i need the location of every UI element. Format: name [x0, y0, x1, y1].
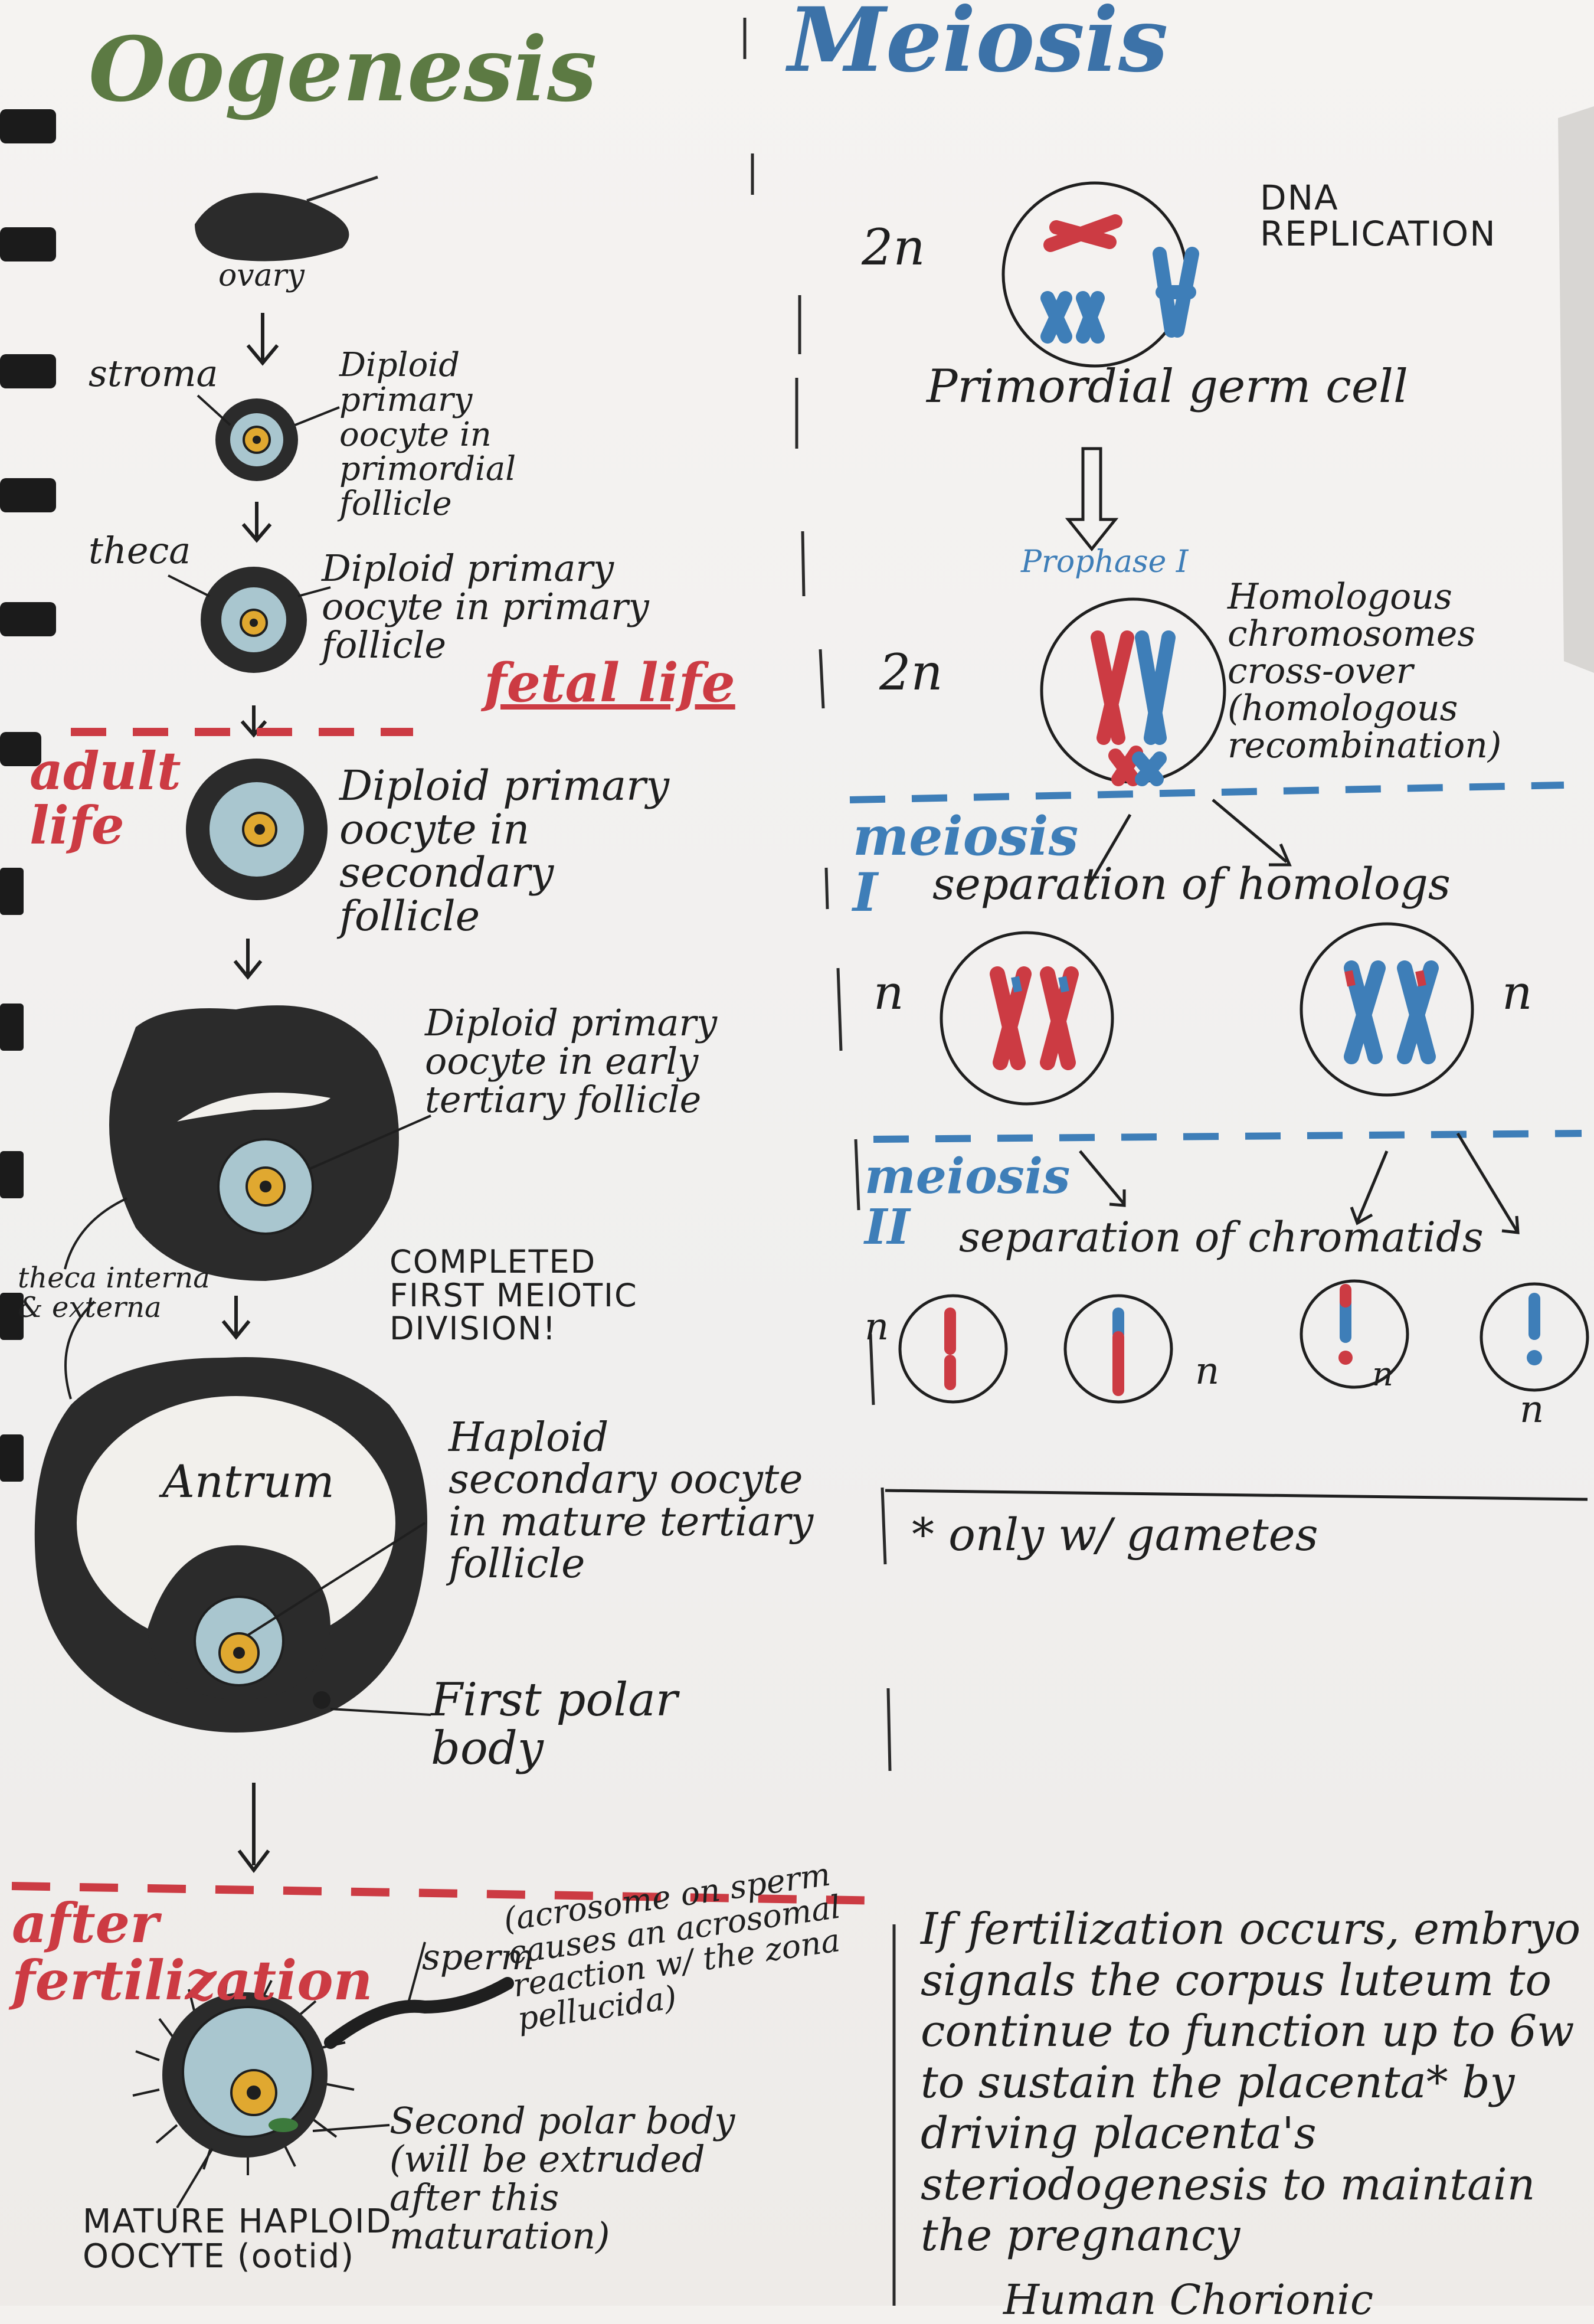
ovary-label: ovary: [218, 258, 305, 293]
separation-chromatids-label: separation of chromatids: [959, 1213, 1484, 1261]
label-n-d: n: [1195, 1349, 1220, 1393]
theca-label: theca: [89, 529, 191, 572]
second-polar-body-label: Second polar body (will be extruded afte…: [390, 2099, 735, 2258]
separation-homologs-label: separation of homologs: [932, 859, 1451, 910]
primary-label: Diploid primary oocyte in primary follic…: [322, 547, 649, 667]
theca-interna-externa-label: theca interna & externa: [18, 1261, 210, 1325]
fertilization-note: If fertilization occurs, embryo signals …: [921, 1904, 1581, 2261]
oogenesis-title: Oogenesis: [89, 18, 597, 122]
meiosis-title: Meiosis: [788, 0, 1169, 92]
adult-life-label: adult life: [30, 740, 181, 857]
primordial-germ-cell-label: Primordial germ cell: [927, 360, 1408, 413]
label-2n-prophase: 2n: [879, 643, 943, 701]
label-2n-top: 2n: [862, 218, 925, 276]
label-n-a: n: [873, 965, 904, 1020]
sperm-label: sperm: [422, 1937, 535, 1978]
after-fertilization-label: after fertilization: [12, 1891, 373, 2012]
prophase-label: Prophase I: [1021, 544, 1189, 580]
crossover-note: Homologous chromosomes cross-over (homol…: [1228, 576, 1502, 766]
fetal-life-label: fetal life: [484, 652, 735, 714]
dna-replication-label: DNA REPLICATION: [1260, 178, 1497, 254]
meiosis-two-label: meiosis II: [865, 1148, 1071, 1256]
label-n-c: n: [865, 1305, 889, 1349]
label-n-f: n: [1520, 1388, 1544, 1431]
antrum-label: Antrum: [162, 1455, 335, 1508]
gametes-note: * only w/ gametes: [912, 1508, 1318, 1561]
stroma-label: stroma: [89, 352, 218, 395]
mature-tertiary-label: Haploid secondary oocyte in mature terti…: [449, 1414, 814, 1588]
secondary-label: Diploid primary oocyte in secondary foll…: [339, 761, 670, 940]
label-n-b: n: [1502, 965, 1533, 1020]
early-tertiary-label: Diploid primary oocyte in early tertiary…: [425, 1001, 718, 1122]
cutoff-text: Human Chorionic: [1003, 2276, 1374, 2324]
meiosis-one-label: meiosis I: [853, 805, 1079, 924]
completed-meiosis-note: COMPLETED FIRST MEIOTIC DIVISION!: [390, 1243, 638, 1348]
first-polar-body-label: First polar body: [431, 1673, 678, 1775]
label-n-e: n: [1372, 1355, 1394, 1394]
primordial-label: Diploid primary oocyte in primordial fol…: [339, 346, 516, 524]
mature-haploid-label: MATURE HAPLOID OOCYTE (ootid): [83, 2202, 392, 2276]
